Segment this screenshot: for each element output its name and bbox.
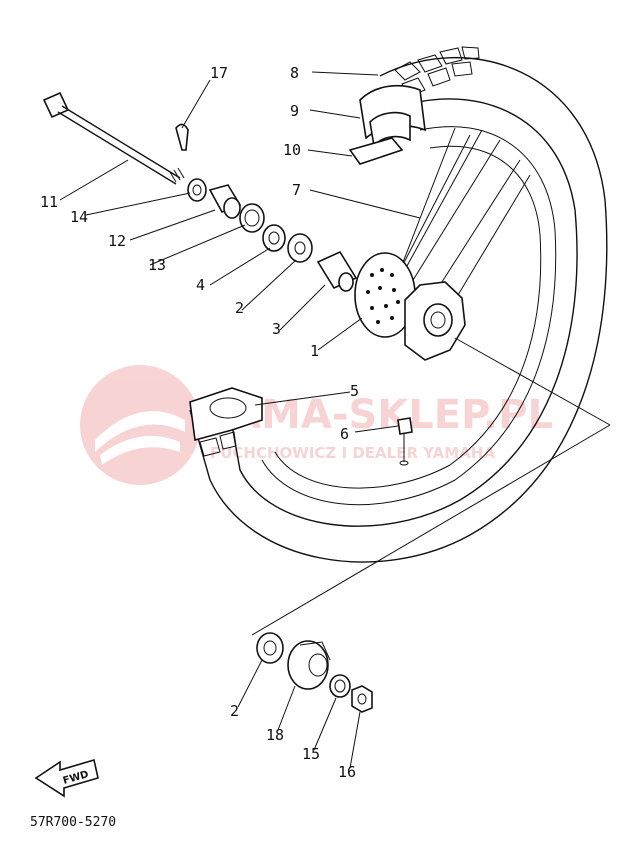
callout-1: 1	[310, 342, 319, 360]
callout-15: 15	[302, 745, 320, 763]
callout-2-lower: 2	[230, 702, 239, 720]
watermark-subtitle: FUCHCHOWICZ I DEALER YAMAHA	[210, 444, 495, 462]
axle	[42, 91, 185, 185]
spokes	[394, 127, 531, 301]
callout-16: 16	[338, 763, 356, 781]
washer-15	[329, 674, 351, 698]
washer-14	[187, 178, 207, 202]
bearing-2-upper	[287, 233, 313, 263]
callout-8: 8	[290, 64, 299, 82]
nut-16	[351, 685, 373, 713]
callout-11: 11	[40, 193, 58, 211]
callout-10: 10	[283, 141, 301, 159]
collar-12	[208, 184, 242, 219]
callout-5: 5	[350, 382, 359, 400]
tire	[189, 46, 608, 563]
oil-seal-13	[239, 203, 265, 233]
reference-lines	[251, 337, 611, 636]
hub	[354, 252, 466, 361]
bearing-2-lower	[256, 632, 284, 664]
callout-9: 9	[290, 102, 299, 120]
spacer-3	[316, 250, 358, 292]
callout-13: 13	[148, 256, 166, 274]
callout-14: 14	[70, 208, 88, 226]
fwd-arrow: FWD	[34, 758, 99, 798]
callout-7: 7	[292, 181, 301, 199]
callout-3: 3	[272, 320, 281, 338]
valve-6	[397, 417, 413, 466]
callout-17: 17	[210, 64, 228, 82]
callout-6: 6	[340, 425, 349, 443]
callout-12: 12	[108, 232, 126, 250]
rim-band	[348, 84, 426, 165]
meter-gear-18	[287, 640, 331, 690]
watermark-logo	[80, 365, 200, 485]
bearing-4	[262, 224, 286, 252]
cotter-pin	[175, 123, 189, 151]
callout-18: 18	[266, 726, 284, 744]
leader-lines	[59, 71, 421, 769]
callout-4: 4	[196, 276, 205, 294]
callouts: 8 9 10 7 17 11 14 12 13 4 2 3 1 5 6 2 18…	[40, 64, 359, 781]
part-code: 57R700-5270	[30, 815, 116, 830]
watermark: YAMA-SKLEP.PL FUCHCHOWICZ I DEALER YAMAH…	[80, 365, 553, 485]
callout-2: 2	[235, 299, 244, 317]
